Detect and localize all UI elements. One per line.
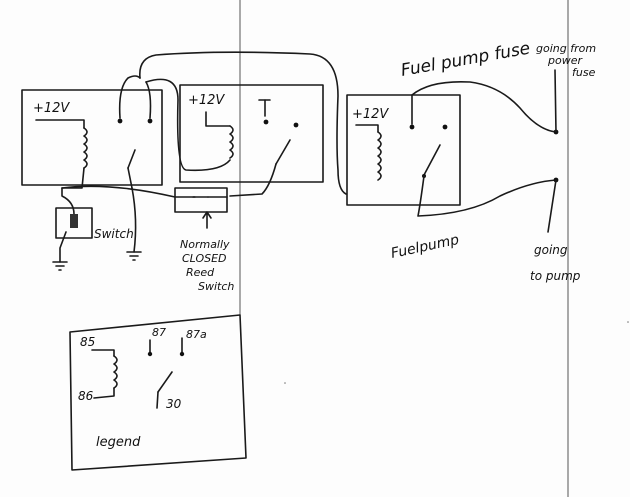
from-label-line2: power: [547, 54, 583, 67]
reed-label-line2: CLOSED: [182, 252, 227, 265]
wiring: [52, 51, 559, 271]
relay-3-coil: [377, 131, 382, 181]
relay-2-box: [179, 84, 324, 183]
relay-1-30-lead: [127, 167, 133, 189]
legend-85-lead: [91, 349, 115, 357]
relay-3-box: [346, 94, 461, 206]
relay3-to-fuse-wire: [411, 80, 557, 133]
relay-1-armature: [127, 149, 136, 169]
relay2-to-reed-wire: [229, 163, 277, 197]
reed-label-line1: Normally: [180, 238, 230, 251]
from-label-line3: fuse: [572, 66, 596, 79]
legend-armature: [157, 371, 173, 393]
relay-2: +12V: [179, 84, 324, 183]
relay-2-coil: [229, 125, 234, 159]
legend-coil: [113, 355, 118, 389]
switch-box: [55, 207, 93, 239]
relay-1-coil: [83, 127, 88, 169]
relay1-ground-lead: [131, 187, 137, 253]
relay-3-power-lead: [355, 124, 379, 133]
relay-1-contact-87a: [147, 118, 153, 124]
relay-3-contact-87a: [442, 124, 448, 130]
relay1-to-relay2-wire: [145, 78, 231, 172]
legend-86-lead: [93, 387, 115, 399]
legend-30-lead: [156, 391, 159, 409]
relay-1-87a-wire: [145, 81, 152, 119]
relay-1-box: [21, 89, 163, 186]
legend-pin-85: 85: [80, 335, 95, 349]
top-wire: [139, 51, 347, 195]
reed-label-line4: Switch: [198, 280, 234, 293]
fuelpump-label: Fuelpump: [390, 232, 461, 262]
relay-2-contact-87: [263, 119, 269, 125]
stray-mark: [284, 382, 286, 384]
relay-1-power-lead: [35, 119, 85, 129]
legend-87a-contact: [179, 351, 185, 357]
legend-87-contact: [147, 351, 153, 357]
to-label-line1: going: [534, 243, 568, 257]
relay1-ground-icon: [126, 251, 142, 261]
legend-pin-30: 30: [166, 397, 182, 411]
from-label-line1: going from: [536, 42, 596, 55]
fuse-title-label: Fuel pump fuse: [399, 39, 531, 81]
switch-actuator: [70, 214, 78, 228]
stray-mark: [627, 321, 629, 323]
pump-lead: [547, 179, 557, 233]
switch-ground-lead: [59, 231, 67, 263]
reed-switch-box: [174, 187, 228, 213]
legend-pin-86: 86: [78, 389, 94, 403]
relay-3-power-label: +12V: [352, 107, 389, 122]
relay-1-87-wire: [118, 75, 141, 119]
to-label-line2: to pump: [530, 269, 581, 283]
relay-3: +12V: [346, 94, 461, 206]
relay-2-contact-87a: [293, 122, 299, 128]
relay-3-armature: [423, 144, 441, 176]
relay1-to-reed-wire: [61, 185, 176, 198]
relay-2-power-label: +12V: [188, 93, 225, 108]
relay-1-contact-87: [117, 118, 123, 124]
relay3-to-pump-wire: [417, 175, 557, 217]
relay-2-power-lead: [205, 111, 231, 127]
switch-label: Switch: [94, 227, 134, 241]
switch-ground-icon: [52, 261, 68, 271]
relay-2-armature: [275, 139, 291, 165]
legend-title: legend: [96, 435, 141, 450]
legend-pin-87a: 87a: [186, 328, 207, 341]
reed-label-line3: Reed: [186, 266, 215, 279]
relay-1: +12V: [21, 75, 163, 189]
reed-arrow: [202, 211, 212, 229]
switch-feed-wire: [61, 187, 75, 227]
fuse-lead: [554, 69, 557, 133]
legend: [69, 314, 247, 471]
relay-1-power-label: +12V: [33, 101, 70, 116]
relay-3-contact-87: [409, 124, 415, 130]
legend-box: [69, 314, 247, 471]
legend-pin-87: 87: [152, 326, 166, 339]
